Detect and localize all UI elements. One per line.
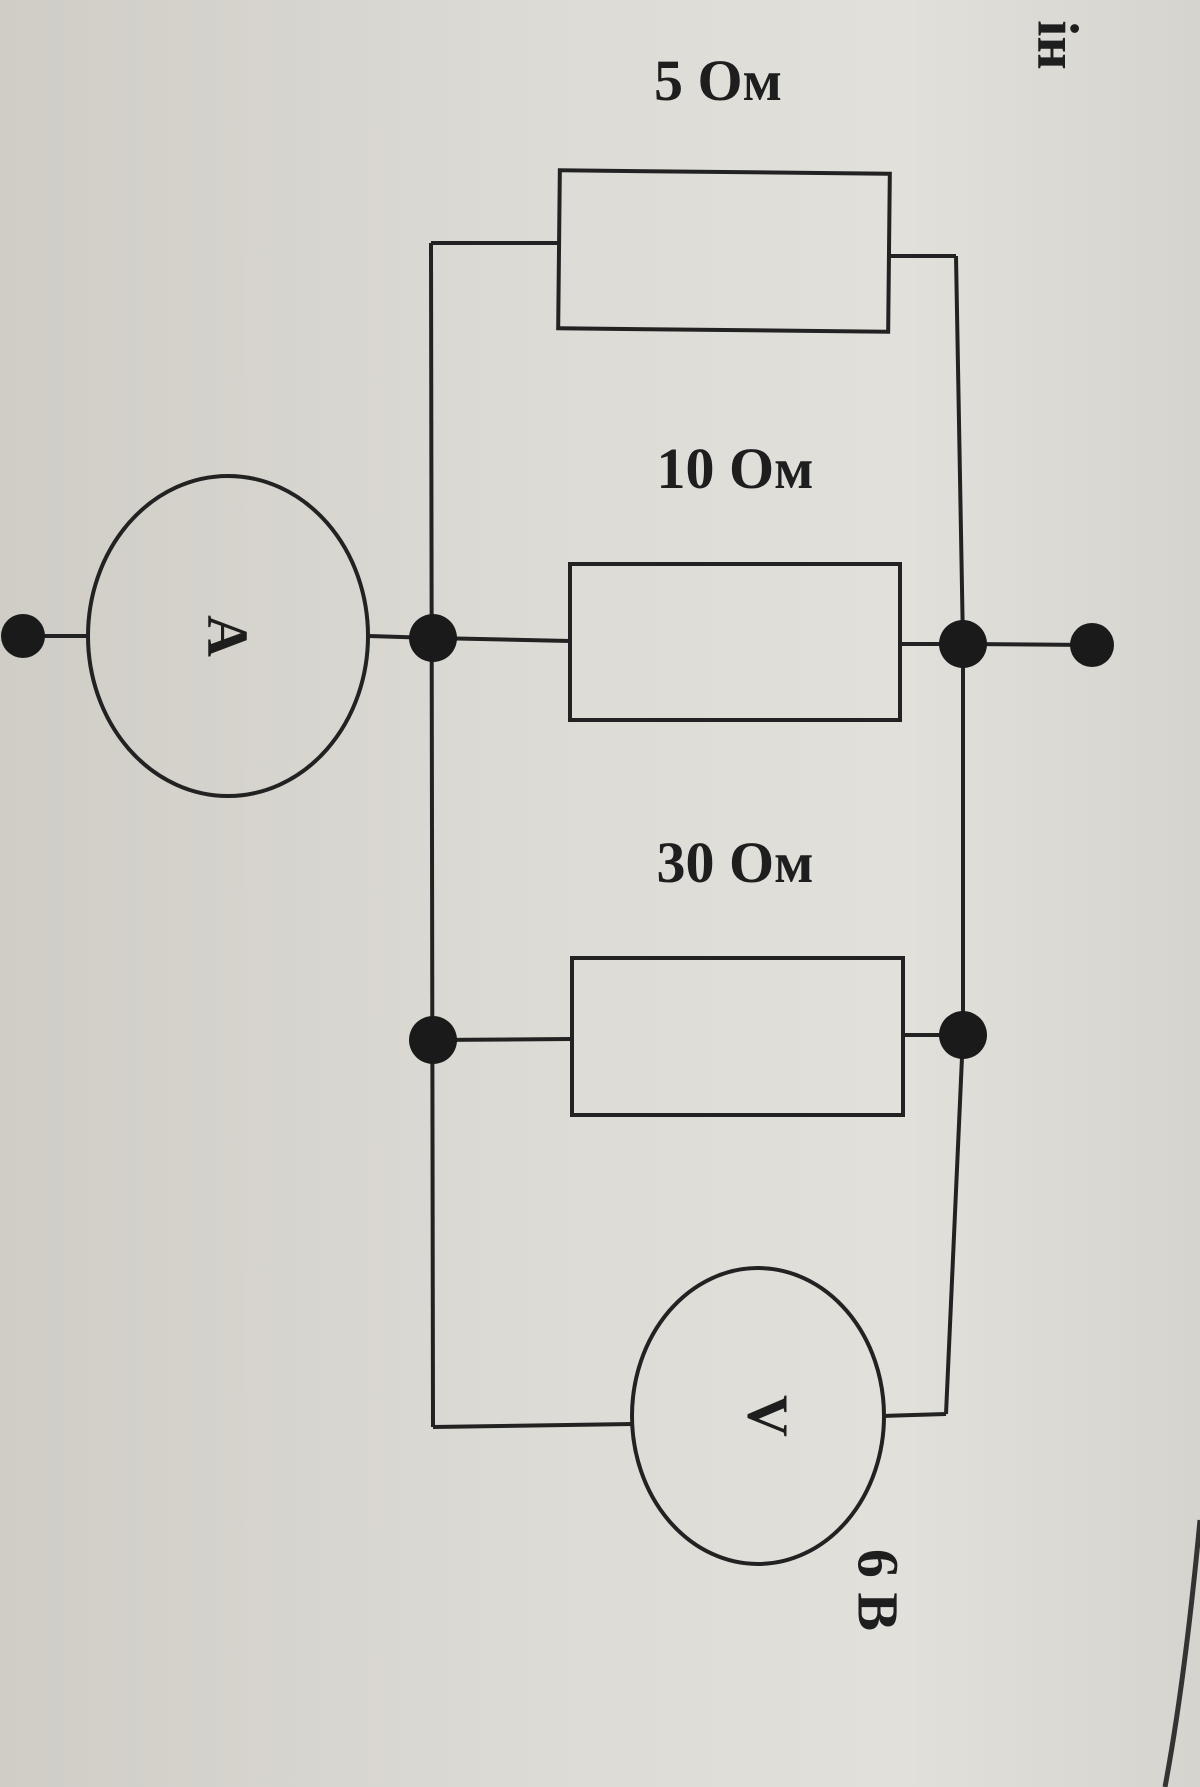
resistor-10: [568, 562, 902, 722]
page-edge: [1162, 1519, 1200, 1787]
left-rail-wire: [429, 242, 435, 1428]
voltmeter: [630, 1266, 886, 1566]
node: [409, 614, 457, 662]
branch-30-wire: [432, 1033, 963, 1042]
resistor-30: [570, 956, 905, 1117]
resistor-5: [556, 168, 892, 334]
right-rail-wire: [944, 255, 965, 1415]
resistor-30-label: 30 Ом: [656, 830, 813, 895]
terminal-right: [1070, 623, 1114, 667]
resistor-10-label: 10 Ом: [656, 436, 813, 501]
resistor-5-label: 5 Ом: [654, 48, 782, 113]
branch-5-wire: [431, 241, 956, 258]
header-text-fragment: ін: [1026, 20, 1091, 70]
ammeter-symbol: A: [196, 615, 261, 657]
voltmeter-reading: 6 В: [846, 1549, 911, 1631]
ammeter: [86, 474, 370, 798]
node: [939, 620, 987, 668]
branch-10-wire: [432, 636, 963, 646]
node: [409, 1016, 457, 1064]
terminal-left: [1, 614, 45, 658]
voltmeter-symbol: V: [736, 1395, 801, 1437]
voltmeter-wire: [432, 1412, 947, 1429]
node: [939, 1011, 987, 1059]
